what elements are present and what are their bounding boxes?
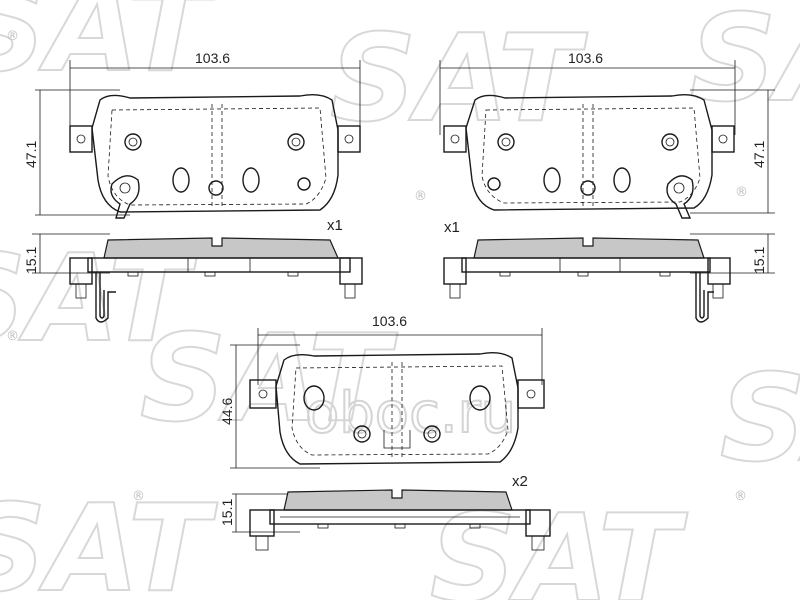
height-dimension: 47.1 xyxy=(23,89,130,216)
width-dimension: 103.6 xyxy=(69,50,361,135)
pad-front-view xyxy=(249,351,545,465)
height-label: 47.1 xyxy=(23,141,39,168)
pad-side-view: 15.1 x2 xyxy=(219,473,551,551)
pad-front-view xyxy=(443,93,735,219)
quantity-label: x1 xyxy=(327,217,343,234)
height-label: 47.1 xyxy=(751,141,767,168)
quantity-label: x1 xyxy=(444,219,460,236)
watermark-brand-1: SAT xyxy=(0,0,218,99)
pad-side-view: 15.1 x1 xyxy=(443,219,775,323)
thickness-label: 15.1 xyxy=(219,499,235,526)
quantity-label: x2 xyxy=(512,473,528,490)
width-dimension: 103.6 xyxy=(257,313,543,385)
watermark-logo: oboc.ru xyxy=(305,381,516,446)
pad-side-view: 15.1 x1 xyxy=(23,217,363,323)
pad-right: 103.6 47.1 xyxy=(439,50,775,323)
registered-mark-4: ® xyxy=(6,329,19,344)
height-dimension: 44.6 xyxy=(219,344,320,469)
width-dimension: 103.6 xyxy=(439,50,736,135)
registered-mark-6: ® xyxy=(734,489,747,504)
watermark-brand-3: SAT xyxy=(690,0,800,129)
pad-front-view xyxy=(69,93,361,219)
registered-mark-5: ® xyxy=(132,489,145,504)
height-dimension: 47.1 xyxy=(690,89,775,214)
width-label: 103.6 xyxy=(372,313,407,329)
pad-left: 103.6 47.1 xyxy=(23,50,363,323)
height-label: 44.6 xyxy=(219,398,235,425)
registered-mark-1: ® xyxy=(6,29,19,44)
watermark-brand-7: SAT xyxy=(0,480,218,600)
width-label: 103.6 xyxy=(195,50,230,66)
thickness-label: 15.1 xyxy=(751,247,767,274)
width-label: 103.6 xyxy=(568,50,603,66)
registered-mark-3: ® xyxy=(735,185,748,200)
registered-mark-2: ® xyxy=(414,189,427,204)
pad-bottom: 103.6 44.6 xyxy=(219,313,551,551)
thickness-label: 15.1 xyxy=(23,247,39,274)
watermark-brand-2: SAT xyxy=(330,10,588,149)
watermark-brand-6: SAT xyxy=(720,350,800,489)
